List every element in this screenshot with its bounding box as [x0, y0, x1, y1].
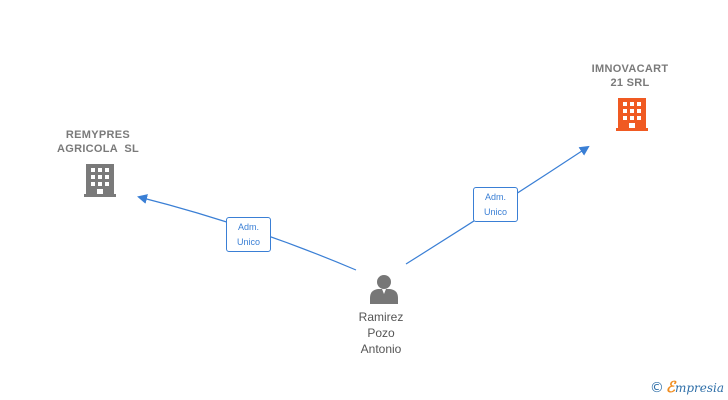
person-name-line: Pozo	[367, 326, 395, 340]
company-name-line: REMYPRES	[65, 129, 131, 141]
company-name-line: IMNOVACART	[591, 63, 669, 75]
copyright-icon: ©	[649, 380, 664, 396]
edge-label-line: Adm.	[237, 222, 259, 232]
person-name-line: Antonio	[360, 342, 402, 356]
edge-label-imnovacart: Adm. Unico	[473, 187, 518, 222]
brand-logo: ©ℰmpresia	[650, 378, 724, 396]
edge-label-remypres: Adm. Unico	[226, 217, 271, 252]
building-icon[interactable]	[616, 98, 648, 131]
company-name-line: AGRICOLA SL	[56, 143, 140, 155]
building-icon[interactable]	[84, 164, 116, 197]
edge-label-line: Adm.	[484, 192, 506, 202]
company-label-remypres[interactable]: REMYPRES AGRICOLA SL	[38, 128, 158, 156]
person-name-line: Ramirez	[358, 310, 404, 324]
company-label-imnovacart[interactable]: IMNOVACART 21 SRL	[570, 62, 690, 90]
person-icon[interactable]	[370, 275, 398, 304]
edge-label-line: Unico	[236, 237, 260, 247]
brand-text: mpresia	[674, 381, 724, 395]
edge-label-line: Unico	[483, 207, 507, 217]
company-name-line: 21 SRL	[610, 77, 650, 89]
brand-e-glyph: ℰ	[665, 378, 675, 396]
person-label[interactable]: Ramirez Pozo Antonio	[331, 309, 431, 357]
